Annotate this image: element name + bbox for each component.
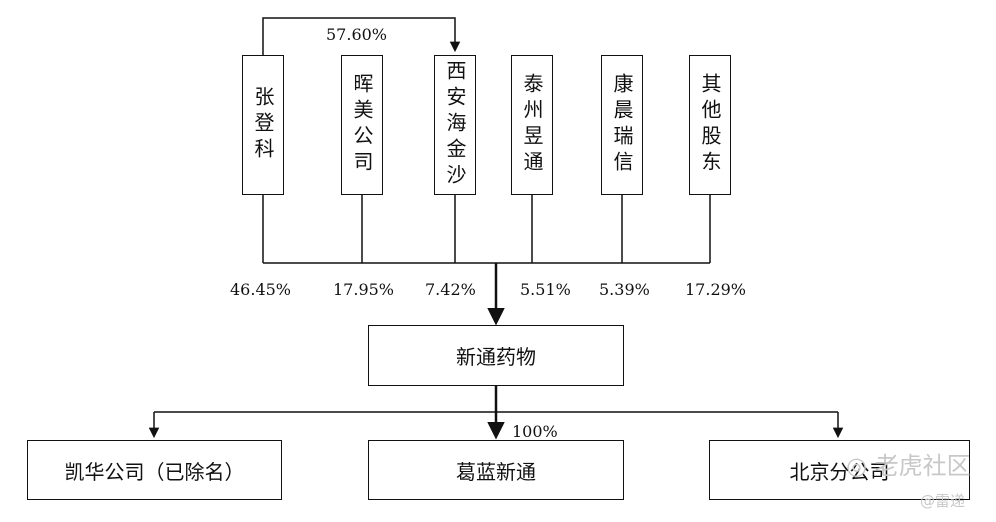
shareholder-box-huimei: 晖美公司	[341, 55, 383, 195]
subsidiary-box-beijing: 北京分公司	[709, 440, 970, 500]
shareholder-percent: 5.51%	[520, 280, 571, 299]
shareholder-percent: 17.29%	[685, 280, 747, 299]
shareholder-percent: 17.95%	[333, 280, 395, 299]
shareholder-label: 泰州昱通	[520, 73, 544, 177]
company-label: 新通药物	[456, 345, 536, 369]
subsidiary-label: 北京分公司	[789, 459, 890, 484]
subsidiary-box-gelan: 葛蓝新通	[368, 440, 624, 500]
subsidiary-label: 凯华公司（已除名）	[64, 459, 245, 484]
shareholder-label: 张登科	[251, 86, 275, 164]
shareholder-box-xian: 西安海金沙	[434, 55, 476, 195]
shareholder-box-taizhou: 泰州昱通	[511, 55, 553, 195]
shareholder-label: 西安海金沙	[443, 60, 467, 190]
shareholder-box-kangchen: 康晨瑞信	[601, 55, 643, 195]
watermark-logo: ◎ 老虎社区	[846, 446, 971, 481]
shareholder-label: 晖美公司	[350, 73, 374, 177]
top-link-percent: 57.60%	[326, 25, 388, 44]
shareholder-percent: 46.45%	[230, 280, 292, 299]
top-link-line	[262, 17, 461, 55]
shareholder-box-others: 其他股东	[689, 55, 731, 195]
watermark-handle: @雷递	[920, 492, 966, 510]
subsidiary-box-kaihua: 凯华公司（已除名）	[27, 440, 282, 500]
subsidiary-label: 葛蓝新通	[456, 459, 536, 484]
shareholder-label: 康晨瑞信	[610, 73, 634, 177]
shareholder-box-zhang: 张登科	[242, 55, 284, 195]
company-box: 新通药物	[368, 325, 624, 386]
shareholder-percent: 5.39%	[599, 280, 650, 299]
tiger-icon: ◎	[846, 452, 867, 480]
watermark-brand: 老虎社区	[874, 452, 971, 480]
subsidiary-percent: 100%	[512, 422, 558, 441]
shareholder-percent: 7.42%	[425, 280, 476, 299]
shareholder-label: 其他股东	[698, 73, 722, 177]
